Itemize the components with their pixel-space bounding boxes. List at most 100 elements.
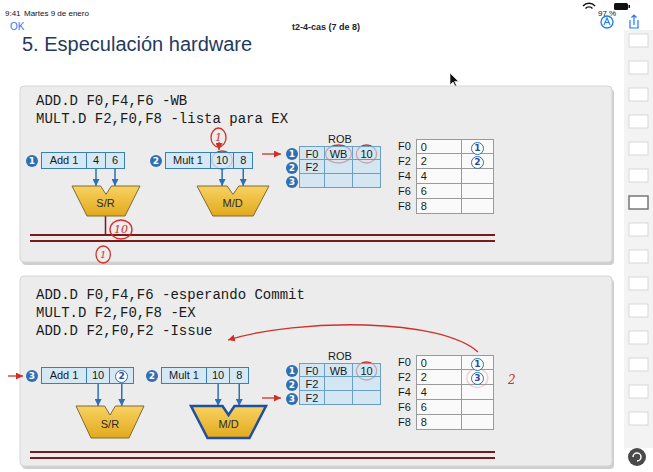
operand-arrow [114, 169, 116, 186]
thumbnail-group [629, 34, 648, 425]
share-icon [630, 15, 638, 28]
rs-name-field: Add 1 [41, 367, 87, 384]
rs-value: Mult 1 [173, 154, 203, 166]
functional-unit: S/R [76, 406, 144, 438]
rob-cell [325, 377, 353, 391]
register-name: F0 [398, 356, 411, 368]
title-anchor: 5. Especulación hardware [22, 33, 252, 56]
label-anchor: 1 [100, 244, 106, 262]
rob-cell: WB [325, 146, 353, 160]
label-anchor: 2 [508, 370, 516, 388]
rob-index-cell: 1 [283, 363, 299, 377]
rs-value: 8 [236, 369, 242, 381]
rob-cell [353, 160, 381, 174]
register-value: 6 [421, 401, 427, 413]
status-text: 9:41 [5, 9, 21, 18]
handwritten-note: 1 [215, 131, 222, 144]
rob-cell: 10 [353, 363, 381, 377]
table-heading: ROB [283, 350, 381, 363]
page-thumbnail [629, 277, 648, 290]
page-thumbnail [629, 304, 648, 317]
status-text: 97 % [598, 9, 616, 18]
register-name: F8 [398, 416, 411, 428]
operand-arrow [217, 384, 219, 406]
register-value: 2 [421, 371, 427, 383]
reorder-buffer: ROB1F0WB102F23 [283, 133, 381, 188]
register-name: F8 [398, 200, 411, 212]
label-anchor: OK [10, 16, 24, 34]
code-line: ADD.D F2,F0,F2 -Issue [36, 322, 305, 340]
entry-badge: 2 [286, 162, 298, 174]
reg-cell: 6 [416, 400, 462, 415]
mouse-cursor [450, 73, 459, 87]
tag-badge: 3 [26, 370, 38, 382]
rs-operand-field: 2 [109, 367, 134, 384]
functional-unit: M/D [197, 186, 269, 216]
reg-cell [462, 415, 494, 430]
rob-tag-badge: 1 [471, 358, 484, 371]
reg-cell: 2 [462, 154, 494, 169]
rs-operand-field: 10 [206, 367, 230, 384]
alu-outline [191, 406, 266, 438]
rs-value: Add 1 [50, 369, 79, 381]
rob-cell [325, 391, 353, 405]
status-text: t2-4-cas (7 de 8) [292, 22, 360, 32]
reg-cell: 3 [462, 370, 494, 385]
panel-background [20, 86, 612, 262]
register-value: 2 [421, 155, 427, 167]
tag-badge: 2 [115, 370, 128, 383]
page-thumbnail [629, 61, 648, 74]
alu-outline [72, 186, 140, 216]
rob-cell [325, 174, 353, 188]
common-data-bus [30, 451, 495, 453]
slide-title: 5. Especulación hardware [22, 33, 252, 55]
reg-index-cell: F2 [395, 154, 416, 169]
reg-index-cell: F0 [395, 355, 416, 370]
wire-group [30, 216, 495, 458]
status-text: Martes 9 de enero [24, 9, 89, 18]
register-name: F4 [398, 386, 411, 398]
code-listing: ADD.D F0,F4,F6 -esperando CommitMULT.D F… [36, 286, 305, 340]
rob-cell: F2 [299, 391, 325, 405]
panel-group [20, 86, 614, 469]
label-anchor: 10 [114, 219, 128, 237]
ink-arrow [262, 153, 281, 154]
page-thumbnail [629, 196, 648, 209]
ink-circle [96, 246, 110, 263]
rob-value: WB [330, 148, 348, 160]
rob-tag-badge: 1 [471, 142, 484, 155]
entry-badge: 3 [286, 393, 298, 405]
panel-background [20, 276, 612, 466]
reservation-station: 2Mult 1108 [146, 367, 249, 384]
register-name: F6 [398, 185, 411, 197]
slide-panel: ADD.D F0,F4,F6 -WBMULT.D F2,F0,F8 -lista… [20, 86, 612, 262]
unit-output-wire [105, 216, 107, 235]
register-name: F2 [398, 155, 411, 167]
ink-arrow [262, 397, 281, 398]
reg-index-cell: F0 [395, 139, 416, 154]
register-file: F001F222F44F66F88 [395, 139, 494, 214]
reservation-station: 2Mult 1108 [150, 152, 253, 169]
common-data-bus [30, 234, 495, 236]
rob-value: 10 [360, 148, 372, 160]
register-value: 0 [421, 357, 427, 369]
rob-cell [299, 174, 325, 188]
reg-index-cell: F8 [395, 415, 416, 430]
reorder-buffer: ROB1F0WB102F23F2 [283, 350, 381, 405]
register-value: 8 [421, 416, 427, 428]
handwritten-note: 1 [100, 249, 106, 260]
alu-outline [76, 406, 144, 438]
operand-arrow [221, 169, 223, 186]
reg-index-cell: F4 [395, 169, 416, 184]
register-file: F001F223F44F66F88 [395, 355, 494, 430]
rs-name-field: Mult 1 [165, 152, 211, 169]
entry-badge: 2 [286, 379, 298, 391]
label-anchor: t2-4-cas (7 de 8) [292, 16, 360, 34]
code-line: MULT.D F2,F0,F8 -lista para EX [36, 110, 288, 128]
reg-index-cell: F6 [395, 400, 416, 415]
rob-cell [353, 391, 381, 405]
ink-circle [110, 220, 132, 239]
rob-value: F2 [306, 378, 319, 390]
ink-arrow [228, 325, 478, 352]
annotate-glyph [604, 18, 610, 25]
